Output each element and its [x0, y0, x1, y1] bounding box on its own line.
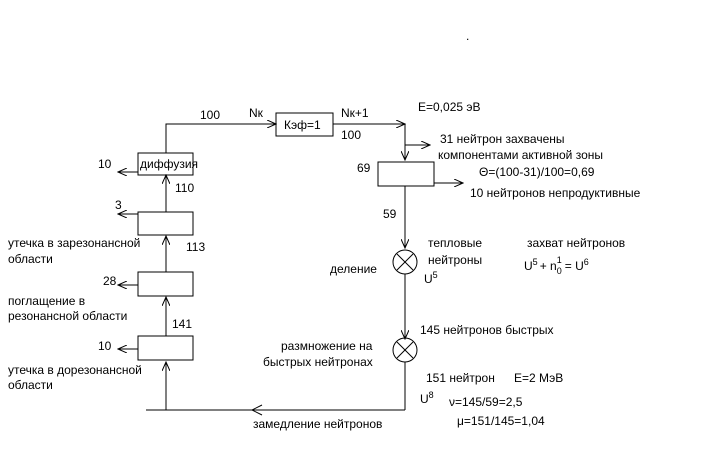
label-mu: μ=151/145=1,04: [457, 414, 545, 428]
fast-mult-cross-2: [396, 341, 414, 359]
label-out-100: 100: [341, 128, 361, 142]
flow-top-left-line: [165, 124, 276, 153]
label-leak-epi-2: области: [8, 252, 53, 266]
label-keff: Кэф=1: [284, 118, 321, 132]
label-captured-31: 31 нейтрон захвачены: [440, 132, 565, 146]
label-nk: Nк: [249, 106, 264, 120]
label-energy-fast: E=2 МэВ: [514, 371, 563, 385]
label-leak10-bot: 10: [98, 339, 112, 353]
label-res-abs-1: поглащение в: [8, 294, 85, 308]
label-59: 59: [383, 207, 397, 221]
label-leak-pre-2: области: [8, 378, 53, 392]
box-pre-resonance: [137, 335, 194, 361]
label-fission: деление: [330, 262, 377, 276]
label-28: 28: [103, 274, 117, 288]
label-thermal-2: нейтроны: [428, 253, 482, 267]
label-69: 69: [357, 161, 371, 175]
label-thermal-1: тепловые: [428, 236, 482, 250]
label-theta: Θ=(100-31)/100=0,69: [479, 165, 595, 179]
label-nu: ν=145/59=2,5: [449, 395, 523, 409]
label-151: 151 нейтрон: [426, 371, 495, 385]
label-unproductive: 10 нейтронов непродуктивные: [470, 186, 641, 200]
label-u8: U8: [420, 390, 434, 406]
label-mult-2: быстрых нейтронах: [263, 355, 373, 369]
label-energy-thermal: E=0,025 эВ: [418, 100, 481, 114]
box-diffusion: [137, 152, 194, 176]
label-mult-1: размножение на: [281, 339, 373, 353]
label-3: 3: [115, 198, 122, 212]
label-res-abs-2: резонансной области: [8, 309, 127, 323]
label-leak10-top: 10: [98, 157, 112, 171]
fission-cross-2: [396, 253, 414, 271]
label-in-100: 100: [200, 108, 220, 122]
label-capture-title: захват нейтронов: [527, 236, 625, 250]
label-leak-epi-1: утечка в зарезонансной: [8, 236, 140, 250]
box-resonance: [137, 271, 194, 297]
moderation-arrowhead: [250, 404, 263, 416]
label-113: 113: [186, 240, 205, 254]
box-69: [377, 161, 435, 187]
label-141: 141: [172, 317, 192, 331]
label-diffusion: диффузия: [140, 157, 198, 171]
label-nk1: Nк+1: [341, 106, 369, 120]
dot-mark: .: [466, 29, 469, 43]
label-moderation: замедление нейтронов: [253, 417, 382, 431]
label-captured-31-b: компонентами активной зоны: [438, 148, 603, 162]
label-110: 110: [175, 181, 194, 195]
label-leak-pre-1: утечка в дорезонансной: [8, 363, 142, 377]
box-epi-resonance: [137, 211, 194, 236]
label-u5: U5: [424, 270, 438, 286]
label-fast145: 145 нейтронов быстрых: [420, 323, 554, 337]
